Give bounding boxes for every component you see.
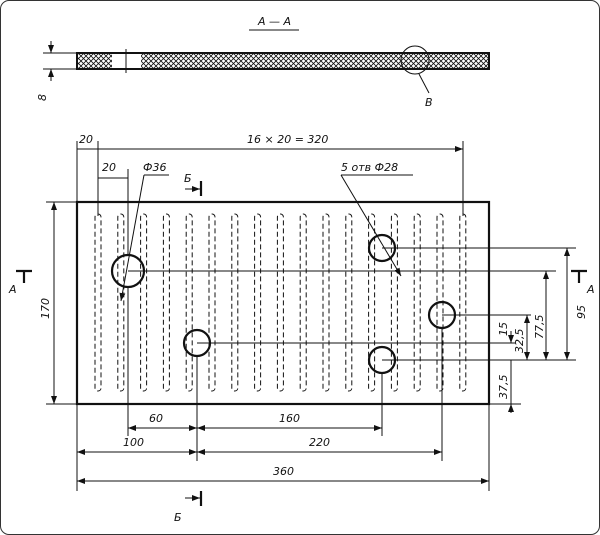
slot: [254, 213, 262, 392]
section-marker-label: А: [8, 283, 17, 296]
section-marker-label: А: [586, 283, 595, 296]
dim-label: 20: [79, 133, 93, 146]
slot: [185, 213, 193, 392]
slot: [299, 213, 307, 392]
plate-outline: [75, 200, 491, 406]
height-dimension: 170: [39, 201, 77, 405]
dim-label: 20: [102, 161, 116, 174]
dim-label: Ф36: [143, 161, 166, 174]
plate-view: [75, 200, 491, 406]
thickness-label: 8: [36, 94, 49, 101]
slots: [94, 213, 467, 392]
slot: [413, 213, 421, 392]
slot: [368, 213, 376, 392]
bottom-dimensions: 60 160 100 220 360: [76, 287, 490, 491]
dim-label: 16 × 20 = 320: [247, 133, 328, 146]
detail-callout: В: [425, 96, 433, 109]
dim-label: 15: [497, 322, 510, 336]
dim-label: 95: [575, 305, 588, 319]
slot: [345, 213, 353, 392]
dim-label: 360: [273, 465, 294, 478]
dim-label: 100: [123, 436, 144, 449]
dim-label: 170: [39, 298, 52, 319]
slot: [276, 213, 284, 392]
dim-label: 32,5: [513, 329, 526, 354]
right-dimensions: 95 77,5 32,5 15 37,5: [128, 247, 588, 413]
slot: [390, 213, 398, 392]
section-a-a: А — А 8 В: [36, 15, 490, 109]
dim-label: 5 отв Ф28: [341, 161, 398, 174]
dim-label: 77,5: [533, 315, 546, 340]
slot: [140, 213, 148, 392]
section-marker-label: Б: [174, 511, 182, 524]
dim-label: 160: [279, 412, 300, 425]
slot: [94, 213, 102, 392]
slot: [208, 213, 216, 392]
dim-label: 220: [309, 436, 330, 449]
slot: [231, 213, 239, 392]
slot: [162, 213, 170, 392]
section-marker-label: Б: [184, 172, 192, 185]
dim-label: 60: [149, 412, 163, 425]
top-dimensions: 20 16 × 20 = 320 20 Ф36 5 отв Ф28: [76, 133, 464, 302]
dim-label: 37,5: [497, 375, 510, 400]
section-markers: А А Б Б: [8, 172, 595, 524]
slot: [459, 213, 467, 392]
slot: [322, 213, 330, 392]
slot: [117, 213, 125, 392]
section-title: А — А: [257, 15, 291, 28]
